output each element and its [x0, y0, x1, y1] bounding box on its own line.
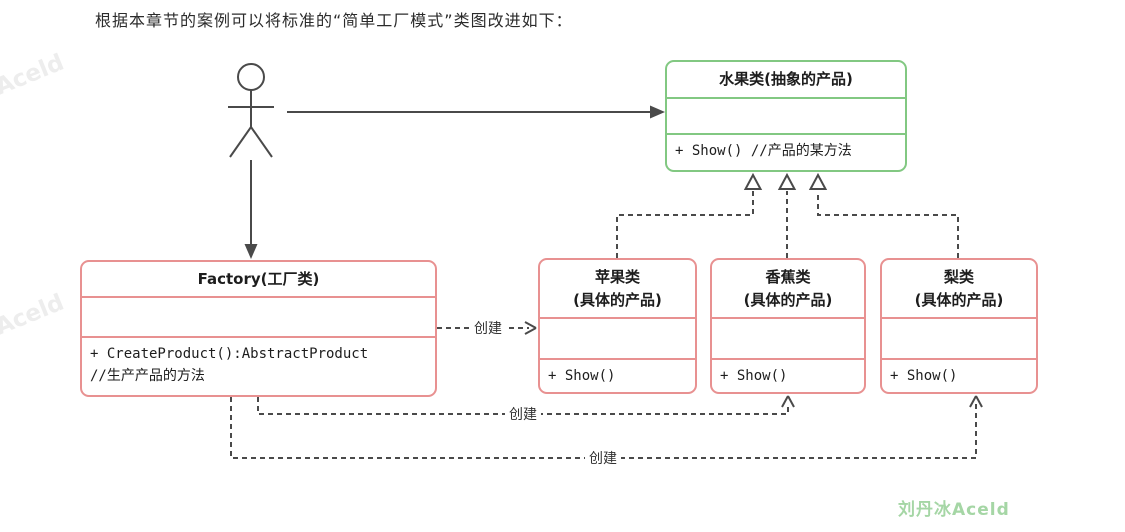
class-box-fruit: 水果类(抽象的产品) + Show() //产品的某方法	[665, 60, 907, 172]
class-methods-factory: + CreateProduct():AbstractProduct //生产产品…	[82, 336, 435, 395]
class-title-apple: 苹果类 (具体的产品)	[540, 260, 695, 317]
pear-name: 梨类	[943, 267, 974, 286]
page-title: 根据本章节的案例可以将标准的“简单工厂模式”类图改进如下：	[95, 11, 573, 30]
class-attrs-banana	[712, 317, 864, 358]
factory-method-line2: //生产产品的方法	[90, 368, 205, 384]
class-methods-pear: + Show()	[882, 358, 1036, 392]
generalization-arrow-pear	[808, 172, 959, 258]
class-title-fruit: 水果类(抽象的产品)	[719, 70, 853, 88]
class-attrs-factory	[82, 296, 435, 336]
apple-subtitle: (具体的产品)	[573, 290, 662, 309]
edge-label-create-2: 创建	[505, 404, 541, 424]
class-title-factory: Factory(工厂类)	[197, 269, 320, 288]
class-methods-apple: + Show()	[540, 358, 695, 392]
apple-name: 苹果类	[594, 267, 640, 286]
class-title-banana: 香蕉类 (具体的产品)	[712, 260, 864, 317]
class-methods-fruit: + Show() //产品的某方法	[667, 133, 905, 170]
class-box-banana: 香蕉类 (具体的产品) + Show()	[710, 258, 866, 394]
generalization-arrow-apple	[616, 172, 763, 258]
class-box-pear: 梨类 (具体的产品) + Show()	[880, 258, 1038, 394]
generalization-arrow-banana	[777, 172, 797, 258]
class-title-pear: 梨类 (具体的产品)	[882, 260, 1036, 317]
edge-label-create-1: 创建	[470, 318, 506, 338]
watermark-signature: 刘丹冰Aceld	[898, 500, 1010, 520]
class-box-apple: 苹果类 (具体的产品) + Show()	[538, 258, 697, 394]
association-arrow-actor-to-factory	[244, 160, 258, 259]
edge-label-create-3: 创建	[585, 448, 621, 468]
class-attrs-pear	[882, 317, 1036, 358]
association-arrow-actor-to-fruit	[287, 105, 665, 119]
actor-icon	[228, 63, 274, 158]
class-box-factory: Factory(工厂类) + CreateProduct():AbstractP…	[80, 260, 437, 397]
class-methods-banana: + Show()	[712, 358, 864, 392]
class-attrs-fruit	[667, 97, 905, 133]
pear-subtitle: (具体的产品)	[914, 290, 1004, 309]
banana-subtitle: (具体的产品)	[743, 290, 833, 309]
class-attrs-apple	[540, 317, 695, 358]
banana-name: 香蕉类	[765, 267, 811, 286]
factory-method-line1: + CreateProduct():AbstractProduct	[90, 346, 369, 362]
